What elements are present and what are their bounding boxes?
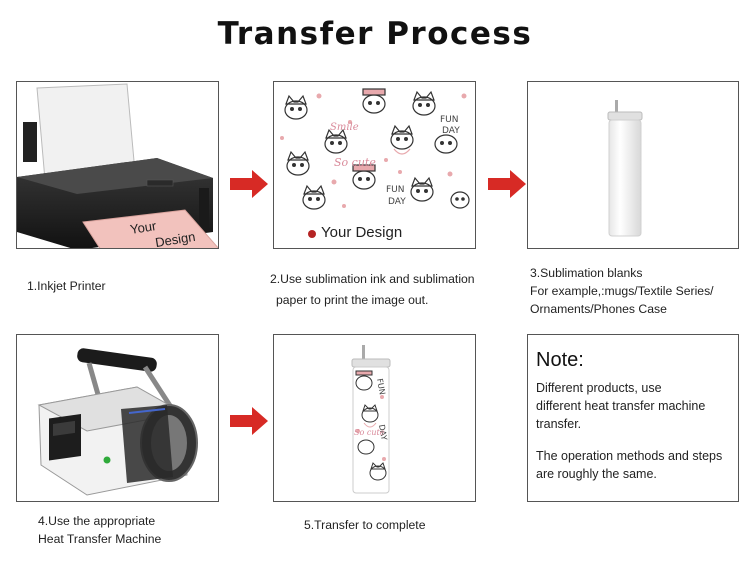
motif-so-cute: So cute xyxy=(334,156,376,169)
printer-panel: Your Design xyxy=(16,81,219,249)
note-line-1: Different products, use xyxy=(536,379,662,397)
motif-smile: Smile xyxy=(330,122,359,133)
right-arrow-icon xyxy=(488,170,526,198)
sublimation-blank-panel xyxy=(527,81,739,249)
note-heading: Note: xyxy=(536,349,584,372)
caption-complete: 5.Transfer to complete xyxy=(304,516,425,534)
heat-press-icon xyxy=(17,335,219,502)
printer-icon xyxy=(17,82,219,249)
note-line-2: different heat transfer machine xyxy=(536,397,705,415)
caption-paper-line2: paper to print the image out. xyxy=(276,291,428,309)
bullet-dot-icon xyxy=(308,230,316,238)
heat-press-panel xyxy=(16,334,219,502)
finished-tumbler-panel: FUN DAY So cute xyxy=(273,334,476,502)
motif-day-1: DAY xyxy=(442,126,460,136)
caption-printer: 1.Inkjet Printer xyxy=(27,277,106,295)
caption-paper-line1: 2.Use sublimation ink and sublimation xyxy=(270,270,475,288)
note-panel: Note: Different products, use different … xyxy=(527,334,739,502)
right-arrow-icon xyxy=(230,407,268,435)
right-arrow-icon xyxy=(230,170,268,198)
sublimation-paper-panel: FUN DAY FUN DAY So cute Smile Your Desig… xyxy=(273,81,476,249)
caption-machine-line1: 4.Use the appropriate xyxy=(38,512,155,530)
printed-tumbler-icon: FUN DAY So cute xyxy=(274,335,476,502)
your-design-label: Your Design xyxy=(321,224,402,241)
note-line-5: are roughly the same. xyxy=(536,465,657,483)
motif-fun-2: FUN xyxy=(386,185,405,195)
note-line-3: transfer. xyxy=(536,415,581,433)
caption-machine-line2: Heat Transfer Machine xyxy=(38,530,161,548)
caption-blanks-line3: Ornaments/Phones Case xyxy=(530,300,667,318)
tumbler-icon xyxy=(528,82,739,249)
motif-day-2: DAY xyxy=(388,197,406,207)
caption-blanks-line2: For example,:mugs/Textile Series/ xyxy=(530,282,714,300)
caption-blanks-line1: 3.Sublimation blanks xyxy=(530,264,642,282)
note-line-4: The operation methods and steps xyxy=(536,447,722,465)
tumbler-motif-so-cute: So cute xyxy=(354,428,385,437)
motif-fun-1: FUN xyxy=(440,115,459,125)
page-title: Transfer Process xyxy=(0,16,750,52)
